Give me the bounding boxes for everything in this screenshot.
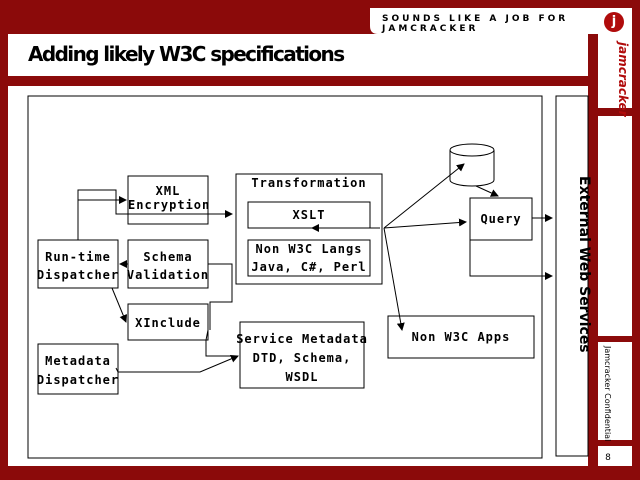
non-w3c-apps-label: Non W3C Apps — [411, 330, 511, 344]
database-icon — [449, 143, 495, 187]
connector-trans-query — [383, 218, 467, 229]
xinclude-label: XInclude — [135, 316, 201, 330]
connector-schema-metadata — [115, 367, 119, 373]
jamcracker-logo: j — [600, 12, 628, 112]
service-metadata-label: Service Metadata DTD, Schema, WSDL — [236, 332, 368, 384]
connector-metadata-service — [118, 355, 239, 373]
runtime-dispatcher-label: Run-time Dispatcher — [36, 250, 120, 282]
xml-encryption-label: XML Encryption — [128, 184, 211, 212]
connector-trans-apps — [383, 227, 405, 331]
query-label: Query — [480, 212, 522, 226]
logo-mark: j — [604, 12, 624, 32]
xslt-box — [247, 201, 371, 229]
metadata-dispatcher-box — [37, 343, 119, 395]
external-web-services-box — [555, 95, 589, 457]
xslt-label: XSLT — [292, 208, 326, 222]
runtime-dispatcher-box — [37, 239, 119, 289]
non-w3c-langs-box — [247, 239, 371, 277]
connector-query-external — [469, 240, 553, 280]
page-title: Adding likely W3C specifications — [28, 42, 345, 66]
schema-validation-label: Schema Validation — [126, 250, 210, 282]
connector-runtime-transformation — [77, 189, 233, 218]
connector-db-query — [475, 185, 499, 197]
transformation-label: Transformation — [251, 176, 367, 190]
query-box — [469, 197, 533, 241]
non-w3c-langs-label: Non W3C Langs Java, C#, Perl — [251, 242, 367, 274]
external-web-services-label: External Web Services — [576, 176, 592, 353]
connector-runtime-xinclude — [111, 287, 128, 323]
connector-runtime-xmlenc — [77, 196, 127, 240]
non-w3c-apps-box — [387, 315, 535, 359]
xinclude-box — [127, 303, 209, 341]
metadata-dispatcher-label: Metadata Dispatcher — [36, 354, 120, 387]
tagline: SOUNDS LIKE A JOB FOR JAMCRACKER — [382, 14, 569, 34]
schema-validation-box — [127, 239, 209, 289]
connector-trans-db — [383, 163, 465, 229]
connector-schema-right — [208, 263, 233, 330]
xml-encryption-box — [127, 175, 209, 225]
service-metadata-box — [239, 321, 365, 389]
page-number: 8 — [601, 451, 615, 465]
connector-xinclude-service — [205, 329, 238, 357]
